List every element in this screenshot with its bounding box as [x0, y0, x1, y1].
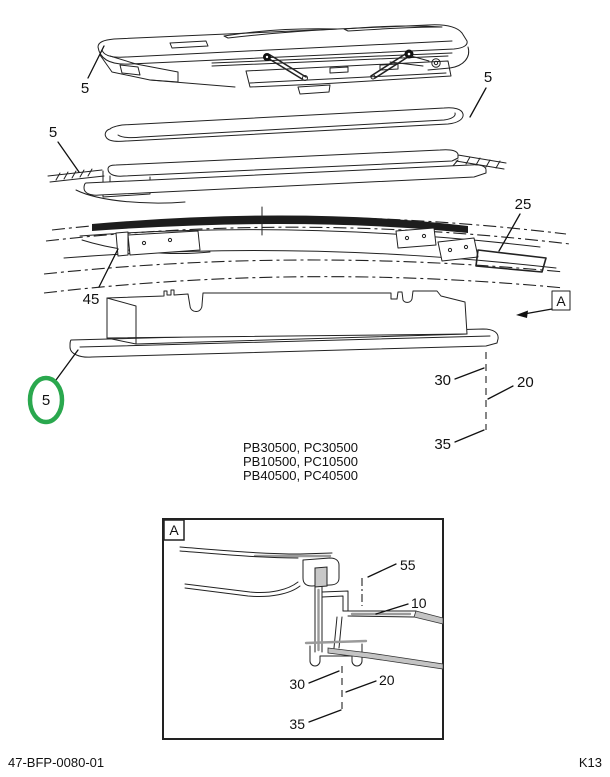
callout-10: 10	[411, 595, 427, 611]
callout-5-circled: 5	[42, 392, 50, 409]
detail-view-label-box	[163, 519, 185, 541]
crank-eyelet	[431, 58, 441, 68]
roof-section	[43, 206, 571, 294]
bracket-25	[475, 249, 547, 273]
detail-callouts: 55 10 30 20 35	[289, 557, 426, 732]
callout-20-detail: 20	[379, 672, 395, 688]
callout-35: 35	[434, 436, 451, 453]
callout-30: 30	[434, 372, 451, 389]
mounting-frame	[47, 149, 507, 204]
part-number-row: PB30500, PC30500	[243, 440, 358, 455]
detail-arrow-head	[516, 310, 528, 318]
callout-25: 25	[515, 196, 532, 213]
callout-45: 45	[83, 291, 100, 308]
page-code: K13	[579, 755, 602, 770]
callout-55: 55	[400, 557, 416, 573]
main-callouts: 5 5 5 45 25 5 A 30 20 35	[27, 45, 571, 453]
callout-5-seal: 5	[484, 69, 492, 86]
page-footer: 47-BFP-0080-01 K13	[8, 755, 602, 770]
detail-marker-box	[551, 290, 571, 311]
roof-opening	[92, 215, 468, 233]
doc-number: 47-BFP-0080-01	[8, 755, 104, 770]
highlight-circle	[27, 375, 65, 425]
callout-30-detail: 30	[289, 676, 305, 692]
callout-35-detail: 35	[289, 716, 305, 732]
part-number-row: PB10500, PC10500	[243, 454, 358, 469]
part-number-list: PB30500, PC30500 PB10500, PC10500 PB4050…	[243, 440, 358, 483]
seal-ring	[104, 107, 464, 142]
detail-view-a: A	[162, 518, 444, 740]
detail-view-frame	[162, 518, 444, 740]
part-number-row: PB40500, PC40500	[243, 468, 358, 483]
callout-20: 20	[517, 374, 534, 391]
callout-5-lid: 5	[81, 80, 89, 97]
detail-cross-section	[179, 546, 444, 670]
housing-garnish	[69, 289, 499, 358]
callout-5-frame: 5	[49, 124, 57, 141]
vent-lid-assembly	[97, 24, 470, 95]
detail-marker-label: A	[556, 293, 566, 309]
bracket-clip-45	[115, 231, 129, 257]
detail-view-label: A	[169, 522, 179, 538]
